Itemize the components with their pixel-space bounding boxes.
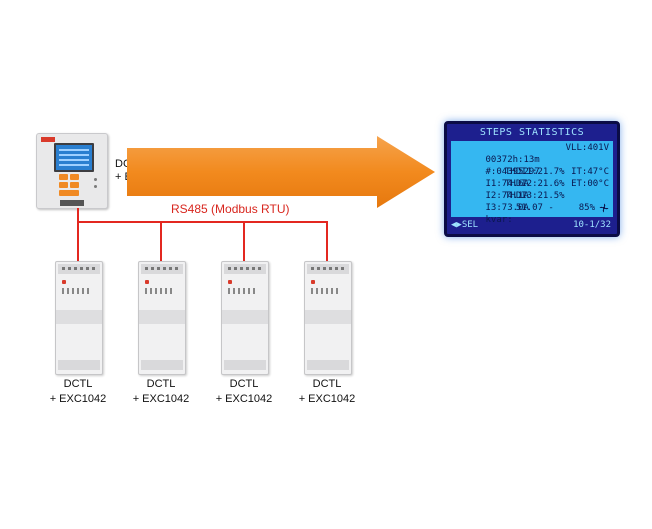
starter-trimmers — [145, 288, 175, 294]
display-row-mid: THDI1:21.7% — [505, 167, 565, 177]
display-row-mid: THDI3:21.5% — [505, 191, 565, 201]
starter-trimmers — [62, 288, 92, 294]
keypad-key — [59, 182, 68, 188]
display-row: #:04395297 — [453, 154, 611, 177]
keypad-key — [59, 190, 79, 196]
display-row-left: #:04395297 — [485, 167, 540, 177]
starter-band — [56, 310, 102, 324]
bus-drop — [160, 221, 162, 263]
controller-screen — [54, 143, 94, 172]
starter-terminals — [224, 360, 266, 370]
starter-trimmers — [311, 288, 341, 294]
starter-band — [222, 310, 268, 324]
keypad-key — [59, 174, 68, 180]
starter-terminals — [141, 360, 183, 370]
soft-starter — [221, 261, 269, 375]
bus-drop — [77, 221, 79, 263]
display-row-mid: 51.07 - — [505, 203, 554, 213]
display-row-left: 00372h:13m — [485, 155, 540, 165]
bus-drop-controller — [77, 208, 79, 222]
display-row-right: ET:00°C — [571, 179, 609, 189]
keypad-key — [70, 182, 79, 188]
display-footer-right: 10-1/32 — [573, 220, 611, 230]
display-row-right: 85% — [578, 203, 595, 213]
display-row-left: I2:74.1A — [485, 191, 529, 201]
starter-led — [311, 280, 315, 284]
display-row: I2:74.1A THDI2:21.6% ET:00°C — [453, 178, 611, 201]
starter-name: DCTL — [312, 378, 342, 390]
data-flow-arrow — [127, 136, 435, 208]
status-led — [94, 185, 97, 188]
starter-terminals — [224, 264, 266, 274]
starter-terminals — [141, 264, 183, 274]
display-row-left: I1:74.6A — [485, 179, 529, 189]
starter-terminals — [58, 264, 100, 274]
starter-terminals — [58, 360, 100, 370]
display-row: 00372h:13m VLL:401V — [453, 142, 611, 165]
starter-terminals — [307, 360, 349, 370]
status-led — [94, 178, 97, 181]
bus-drop — [326, 221, 328, 263]
starter-led — [62, 280, 66, 284]
starter-band — [305, 310, 351, 324]
display-panel: 00372h:13m VLL:401V #:04395297 I1:74.6A … — [451, 141, 613, 225]
display-row: kvar: 51.07 - 85% — [453, 202, 611, 225]
display-row-right: VLL:401V — [565, 143, 609, 153]
display-footer-left: ◀▶SEL — [451, 220, 479, 230]
display-title: STEPS STATISTICS — [479, 127, 585, 138]
starter-led — [145, 280, 149, 284]
starter-expansion: + EXC1042 — [298, 393, 356, 405]
display-row: I3:73.0A THDI3:21.5% — [453, 190, 611, 213]
controller-device — [36, 133, 108, 209]
display-footer: ◀▶SEL 10-1/32 — [451, 219, 613, 231]
keypad-key — [70, 174, 79, 180]
display-row-right: IT:47°C — [571, 167, 609, 177]
starter-expansion: + EXC1042 — [132, 393, 190, 405]
bus-terminal — [60, 200, 84, 206]
brand-mark — [41, 137, 55, 142]
starter-name: DCTL — [146, 378, 176, 390]
bus-line — [77, 221, 328, 223]
lcd-display: STEPS STATISTICS 00372h:13m VLL:401V #:0… — [444, 121, 620, 237]
starter-trimmers — [228, 288, 258, 294]
bus-drop — [243, 221, 245, 263]
bus-label: RS485 (Modbus RTU) — [171, 202, 290, 216]
starter-expansion: + EXC1042 — [49, 393, 107, 405]
soft-starter — [138, 261, 186, 375]
starter-band — [139, 310, 185, 324]
fan-icon — [599, 203, 609, 213]
starter-expansion: + EXC1042 — [215, 393, 273, 405]
starter-led — [228, 280, 232, 284]
starter-name: DCTL — [229, 378, 259, 390]
display-row-left: kvar: — [485, 215, 513, 225]
display-row: I1:74.6A THDI1:21.7% IT:47°C — [453, 166, 611, 189]
soft-starter — [55, 261, 103, 375]
display-row-left: I3:73.0A — [485, 203, 529, 213]
starter-terminals — [307, 264, 349, 274]
soft-starter — [304, 261, 352, 375]
starter-name: DCTL — [63, 378, 93, 390]
display-row-mid: THDI2:21.6% — [505, 179, 565, 189]
